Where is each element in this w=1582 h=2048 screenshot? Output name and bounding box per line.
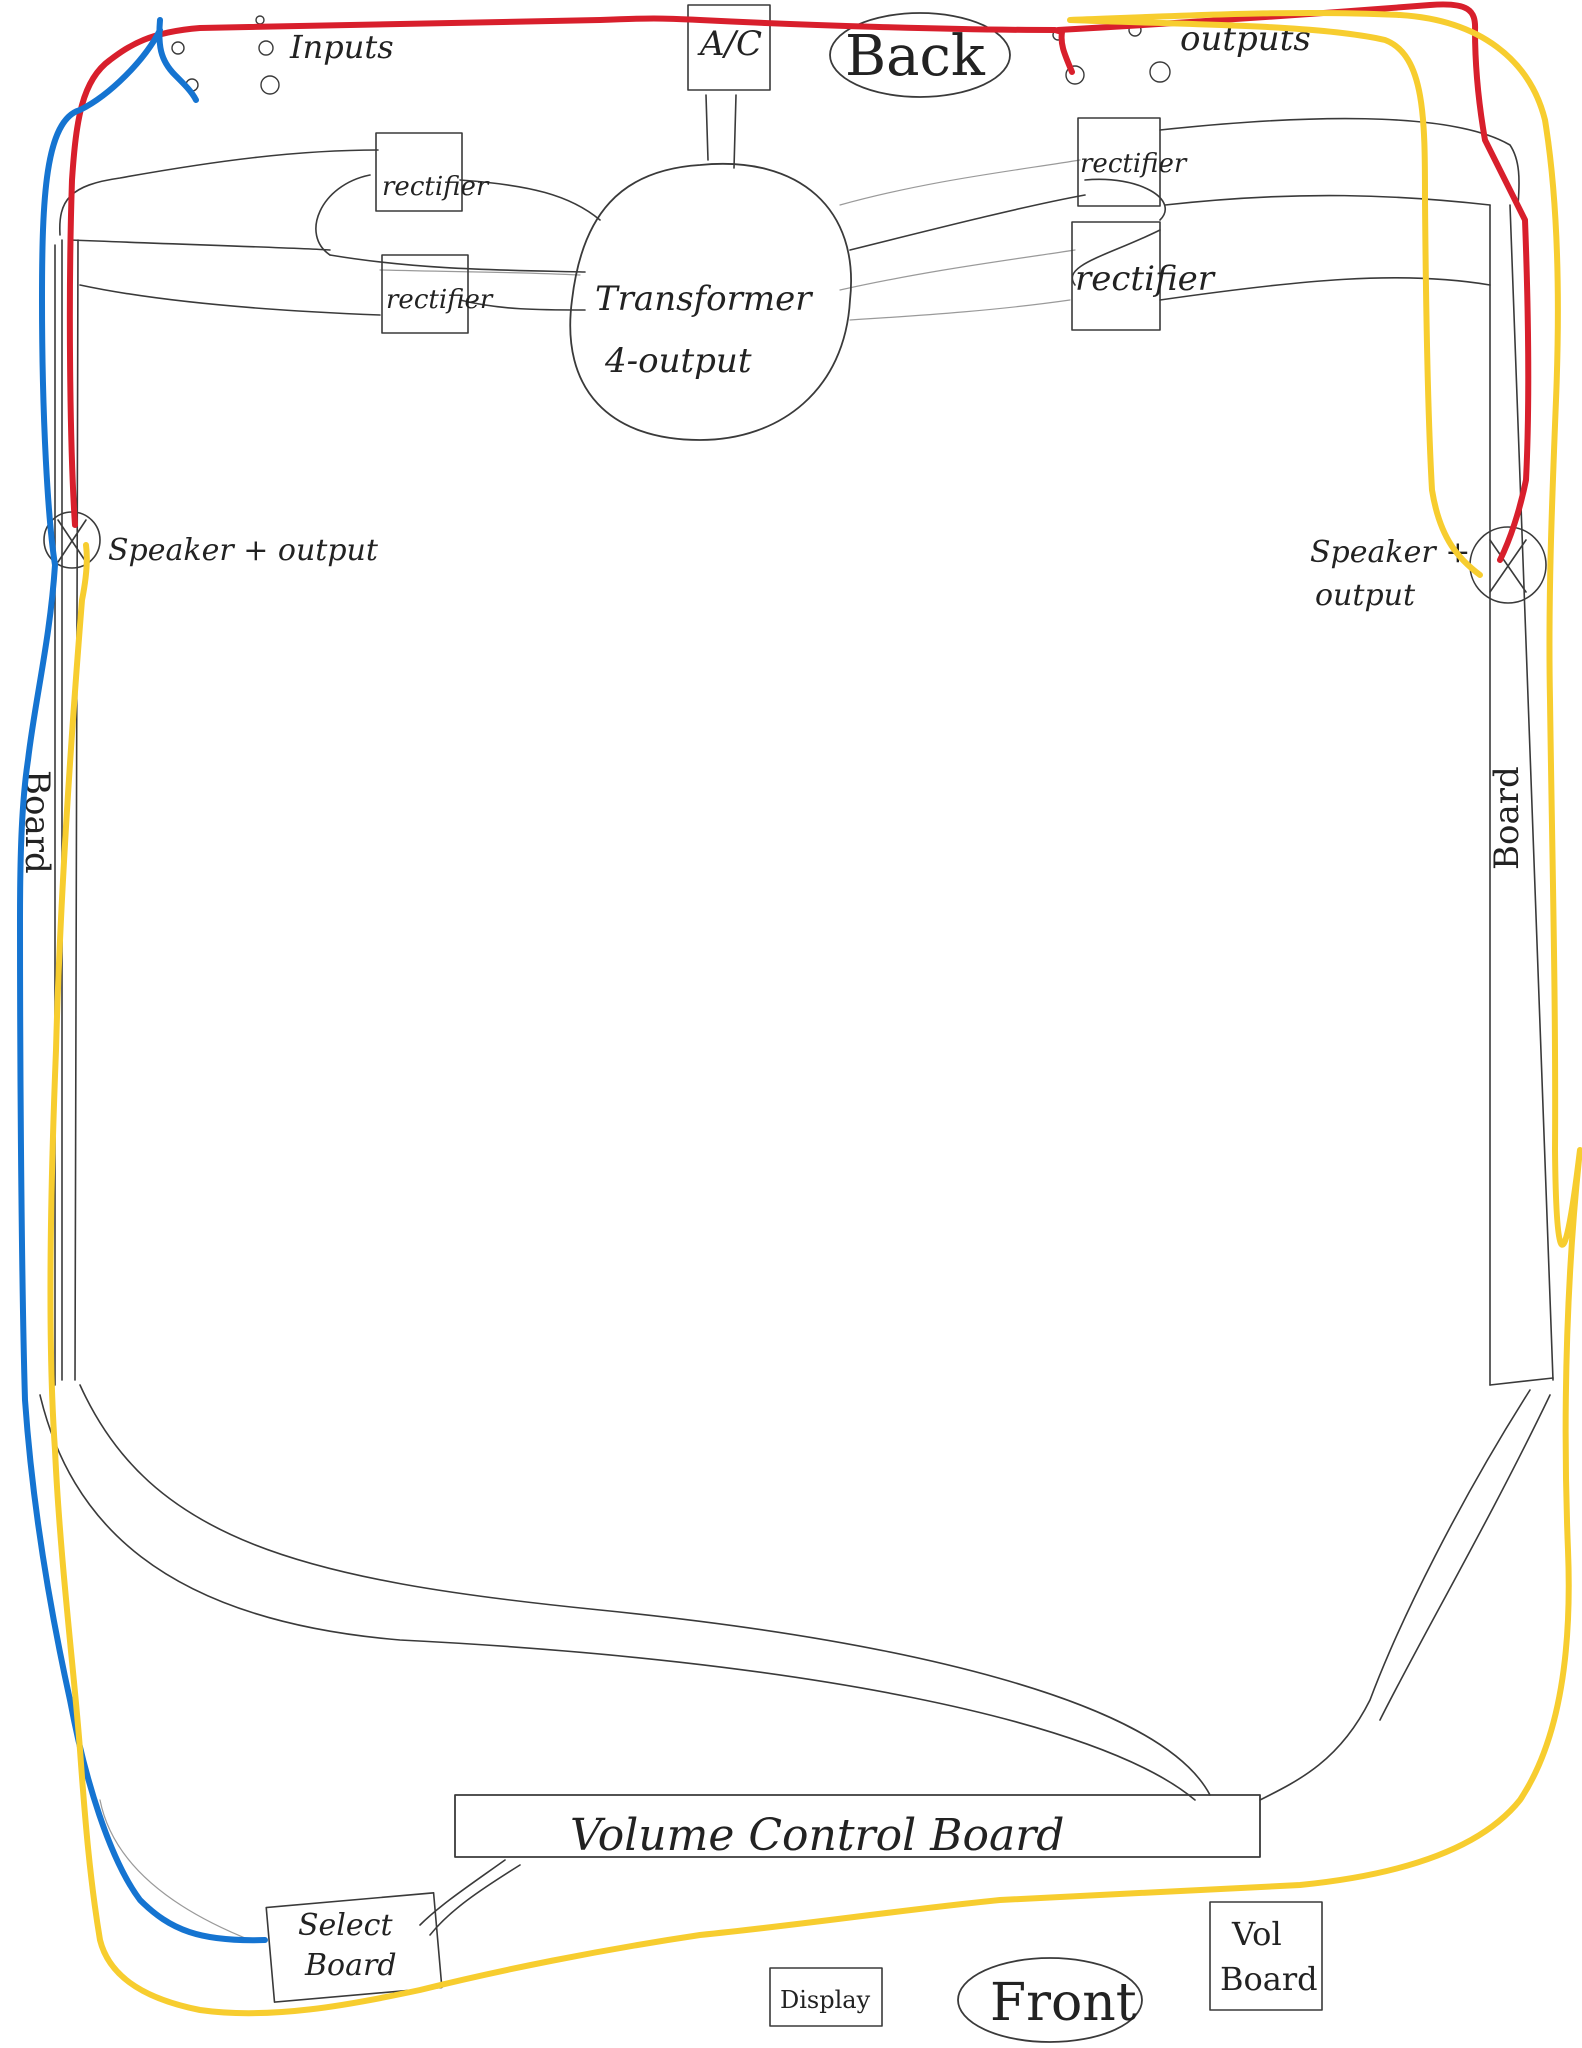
ac-label: A/C: [697, 24, 762, 64]
vol-board: Vol Board: [1209, 1901, 1323, 2011]
light-pencil-lines: [99, 159, 1081, 1941]
rectifier-bottom-right: rectifier: [1071, 221, 1216, 331]
vol-board-label-line1: Vol: [1231, 1915, 1282, 1953]
board-right: Board: [1487, 766, 1527, 870]
display-label: Display: [780, 1986, 871, 2014]
inputs-label: Inputs: [289, 28, 394, 66]
inputs-group: Inputs: [171, 15, 394, 95]
speaker-output-left-label: Speaker + output: [108, 533, 379, 568]
front-label: Front: [990, 1973, 1137, 2033]
transformer-label-line1: Transformer: [595, 279, 813, 319]
select-board-label-line2: Board: [304, 1948, 397, 1983]
transformer-wiring: [79, 94, 1491, 316]
front-label-group: Front: [957, 1957, 1143, 2043]
select-board: Select Board: [265, 1892, 443, 2003]
select-connection: [419, 1859, 521, 1936]
blue-wire: [17, 17, 268, 1944]
volume-control-board: Volume Control Board: [454, 1794, 1261, 1861]
rectifier-top-left: rectifier: [375, 132, 490, 212]
rectifier-top-right: rectifier: [1077, 117, 1188, 207]
speaker-output-left: Speaker + output: [43, 511, 379, 569]
rectifier-label: rectifier: [1075, 259, 1216, 299]
speaker-output-right-label-line2: output: [1315, 578, 1416, 613]
board-right-label: Board: [1487, 766, 1527, 870]
volume-control-board-label: Volume Control Board: [570, 1810, 1064, 1861]
rectifier-label: rectifier: [1080, 149, 1188, 179]
transformer: Transformer 4-output: [569, 163, 852, 441]
speaker-output-right-label-line1: Speaker +: [1310, 535, 1470, 570]
transformer-label-line2: 4-output: [604, 341, 752, 381]
yellow-wire: [47, 9, 1582, 2017]
back-label: Back: [845, 24, 986, 89]
display-box: Display: [769, 1967, 883, 2027]
vol-board-label-line2: Board: [1220, 1960, 1318, 1998]
back-label-group: Back: [829, 12, 1011, 98]
rectifier-bottom-left: rectifier: [381, 254, 494, 334]
chassis-outline: [39, 117, 1554, 1801]
ac-input-box: A/C: [687, 4, 771, 91]
rectifier-label: rectifier: [386, 285, 494, 315]
rectifier-label: rectifier: [382, 172, 490, 202]
select-board-label-line1: Select: [298, 1908, 393, 1943]
